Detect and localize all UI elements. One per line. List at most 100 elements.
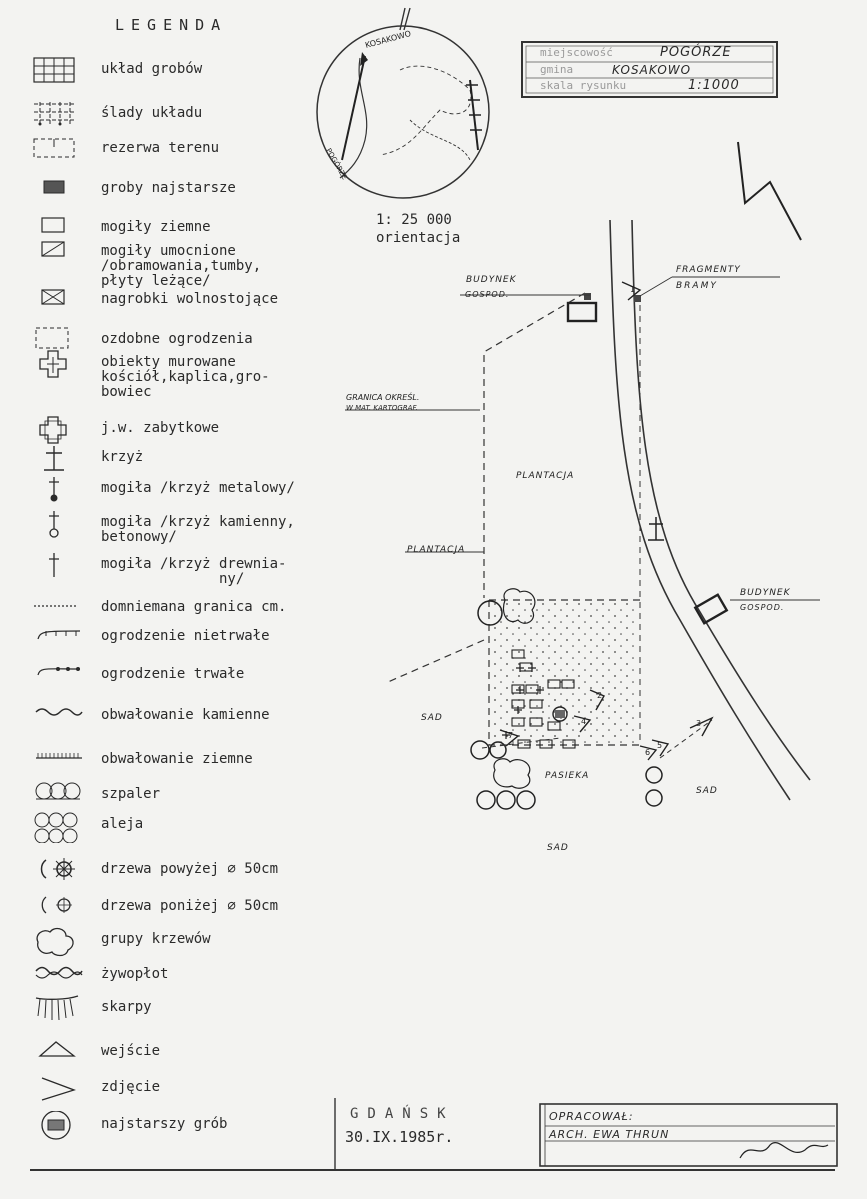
title-row1-value: POGÓRZE <box>660 45 732 60</box>
orientation-caption: orientacja <box>376 230 461 246</box>
legend-item-label: mogiły ziemne <box>101 219 211 235</box>
grave-rectangle <box>529 717 543 727</box>
rectangle-diagonal-icon <box>41 241 65 257</box>
legend-item-label: nagrobki wolnostojące <box>101 291 279 307</box>
legend-item-label: szpaler <box>101 786 161 802</box>
reserve-dashed-icon <box>33 138 75 158</box>
photo-marker <box>689 716 714 737</box>
photo-number: 6 <box>645 748 650 757</box>
metal-cross-grave-icon <box>49 477 59 502</box>
tree-symbol <box>470 740 490 760</box>
oldest-grave-block <box>555 710 565 718</box>
label-orchard-right: SAD <box>696 786 718 796</box>
footer-author: ARCH. EWA THRUN <box>549 1128 670 1141</box>
photo-number: 5 <box>657 741 662 750</box>
dotted-line-icon <box>34 605 76 607</box>
tree-symbol <box>645 766 663 784</box>
tree-group <box>470 588 663 810</box>
stone-cross-grave-icon <box>49 511 59 538</box>
shrub-symbol <box>502 588 536 624</box>
legend-item-label: domniemana granica cm. <box>101 599 287 615</box>
tree-symbol <box>489 741 507 759</box>
slope-icon <box>35 995 79 1021</box>
title-row2-value: KOSAKOWO <box>612 63 692 77</box>
label-gate-sub: BRAMY <box>676 281 718 291</box>
grave-cross <box>536 686 544 694</box>
title-row3-label: skala rysunku <box>540 79 627 92</box>
photo-marker <box>621 281 642 301</box>
oldest-grave-icon <box>41 1111 71 1140</box>
legend-item-label: j.w. zabytkowe <box>101 420 220 436</box>
legend-item-label: zdjęcie <box>101 1079 161 1095</box>
legend-item-label: żywopłot <box>101 966 169 982</box>
grid-icon <box>33 57 75 83</box>
filled-block-icon <box>43 180 65 194</box>
legend-item-label: mogiła /krzyż drewnia- ny/ <box>101 556 287 587</box>
earth-embankment-icon <box>36 753 82 759</box>
road-line <box>339 57 368 179</box>
church-cross-icon <box>39 350 67 378</box>
title-row2-label: gmina <box>540 63 574 76</box>
legend-item-label: najstarszy grób <box>101 1116 228 1132</box>
photo-number: 3 <box>696 719 701 728</box>
church-cross-heritage-icon <box>39 416 67 444</box>
dashed-rectangle-icon <box>35 327 69 349</box>
label-orchard-left: SAD <box>421 713 443 723</box>
label-orchard-bottom: SAD <box>547 843 569 853</box>
footer-frame <box>30 1098 838 1171</box>
stone-embankment-icon <box>35 708 83 716</box>
footer-city: GDAŃSK <box>350 1106 455 1122</box>
rectangle-cross-icon <box>41 289 65 305</box>
grid-trace-icon <box>34 102 74 126</box>
cross-icon <box>44 446 64 471</box>
tree-symbol <box>496 790 516 810</box>
fence-temporary-icon <box>37 630 81 640</box>
entrance-triangle-icon <box>38 1041 76 1057</box>
small-tree-icon <box>41 896 72 914</box>
photo-leader <box>481 737 561 749</box>
photo-marker <box>651 739 670 757</box>
label-gate: FRAGMENTY <box>676 265 741 275</box>
title-row3-value: 1:1000 <box>688 78 740 93</box>
hedge-icon <box>35 966 83 979</box>
grave-rectangle <box>562 739 576 749</box>
label-building-top-sub: GOSPOD. <box>465 290 509 299</box>
tree-symbol <box>516 790 536 810</box>
shrub-symbol <box>493 758 531 789</box>
grave-rectangle <box>511 684 525 694</box>
photo-angle-icon <box>41 1077 77 1101</box>
road-edge-left <box>609 219 791 801</box>
footer-prepared-label: OPRACOWAŁ: <box>549 1110 634 1123</box>
photo-leader <box>659 719 713 759</box>
grave-rectangle <box>547 679 561 689</box>
north-arrow <box>737 141 802 241</box>
grave-rectangle <box>529 699 543 709</box>
orientation-scale: 1: 25 000 <box>376 212 452 228</box>
grave-rectangle <box>561 679 575 689</box>
legend-item-label: obiekty murowane kościół,kaplica,gro- bo… <box>101 354 270 400</box>
legend-item-label: układ grobów <box>101 61 203 77</box>
grave-cluster <box>502 649 576 749</box>
legend-item-label: krzyż <box>101 449 144 465</box>
legend-item-label: groby najstarsze <box>101 180 236 196</box>
photo-marker <box>589 689 605 711</box>
label-building-right-sub: GOSPOD. <box>740 603 784 612</box>
signature <box>739 1142 829 1159</box>
tree-symbol <box>476 790 496 810</box>
orientation-place-bottom: POGÓRZE <box>324 147 349 182</box>
direction-arrow <box>341 55 366 161</box>
grave-rectangle <box>525 684 539 694</box>
legend-item-label: ślady układu <box>101 105 203 121</box>
building-top <box>566 301 598 323</box>
grave-rectangle <box>511 717 525 727</box>
photo-marker <box>573 715 592 733</box>
roadside-cross <box>648 517 664 541</box>
grave-rectangle <box>547 721 561 731</box>
label-apiary: PASIEKA <box>545 771 589 781</box>
legend-item-label: drzewa powyżej ∅ 50cm <box>101 861 279 877</box>
label-plantation-1: PLANTACJA <box>516 471 574 481</box>
grave-cross <box>528 664 536 672</box>
